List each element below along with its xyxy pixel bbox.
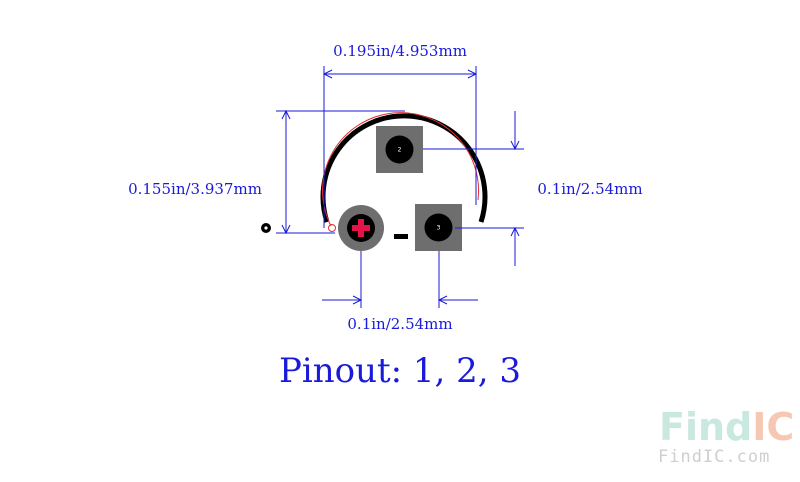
courtyard-origin-marker <box>328 224 336 232</box>
dimension-lines <box>276 66 524 308</box>
dimension-bottom-pitch-label: 0.1in/2.54mm <box>347 315 452 333</box>
pad-3-number: 3 <box>437 225 441 232</box>
minus-sign <box>394 234 408 239</box>
watermark-logo-find: Find <box>659 405 752 449</box>
pad-3-hole <box>424 213 453 242</box>
dimension-top-width-label: 0.195in/4.953mm <box>333 42 467 60</box>
findic-watermark: FindIC FindIC.com <box>658 405 794 467</box>
body-outline-arc <box>320 113 488 223</box>
pin1-indicator-center <box>264 226 268 230</box>
pad-2-hole <box>385 135 414 164</box>
watermark-url: FindIC.com <box>658 447 770 467</box>
pinout-label: Pinout: 1, 2, 3 <box>279 351 521 391</box>
dimension-left-height-label: 0.155in/3.937mm <box>128 180 262 198</box>
watermark-logo-ic: IC <box>752 405 794 449</box>
plus-sign-vertical <box>358 219 364 237</box>
watermark-logo: FindIC <box>659 405 794 449</box>
dimension-right-pitch-label: 0.1in/2.54mm <box>537 180 642 198</box>
courtyard-arc <box>322 112 480 227</box>
pad-2-number: 2 <box>398 147 402 154</box>
